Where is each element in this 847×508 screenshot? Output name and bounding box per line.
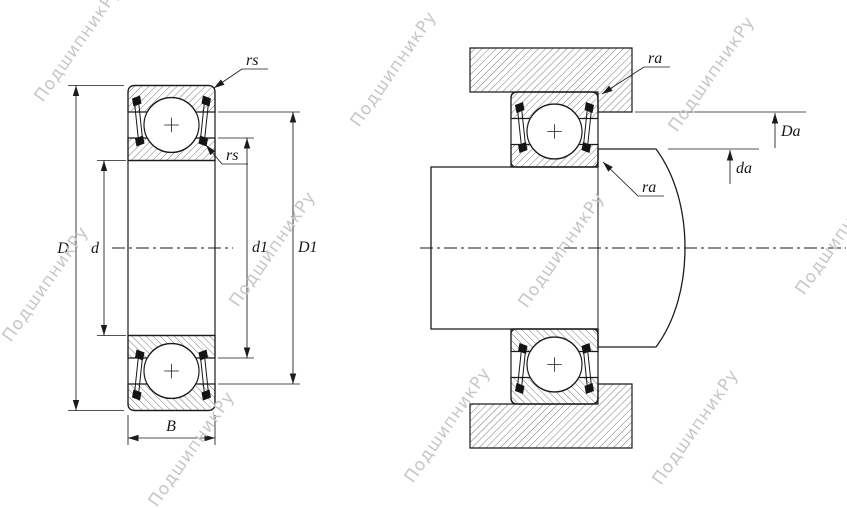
rs-top-leader	[213, 68, 243, 89]
dim-label-B: B	[166, 418, 176, 435]
dimension-labels: D d d1 D1 B rs rs ra ra Da da	[56, 50, 800, 435]
dim-label-d1: d1	[252, 239, 268, 256]
dim-label-d: d	[91, 240, 100, 257]
dim-label-ra-top: ra	[648, 50, 662, 67]
dimensions-left	[68, 68, 300, 445]
dim-label-rs-inner: rs	[226, 147, 238, 164]
ra-top-leader	[601, 66, 645, 95]
ra-shaft-leader	[602, 161, 639, 197]
dim-label-rs-top: rs	[246, 52, 258, 69]
dim-label-ra-shaft: ra	[642, 179, 656, 196]
rs-inner-leader	[205, 144, 223, 165]
dim-label-da: da	[736, 160, 752, 177]
dim-label-D1: D1	[297, 239, 318, 256]
ext-lines-D1	[218, 111, 300, 385]
right-view-mounting	[430, 47, 686, 449]
dim-label-D: D	[56, 240, 69, 257]
dimensions-right	[601, 66, 806, 197]
dim-label-Da: Da	[780, 123, 801, 140]
